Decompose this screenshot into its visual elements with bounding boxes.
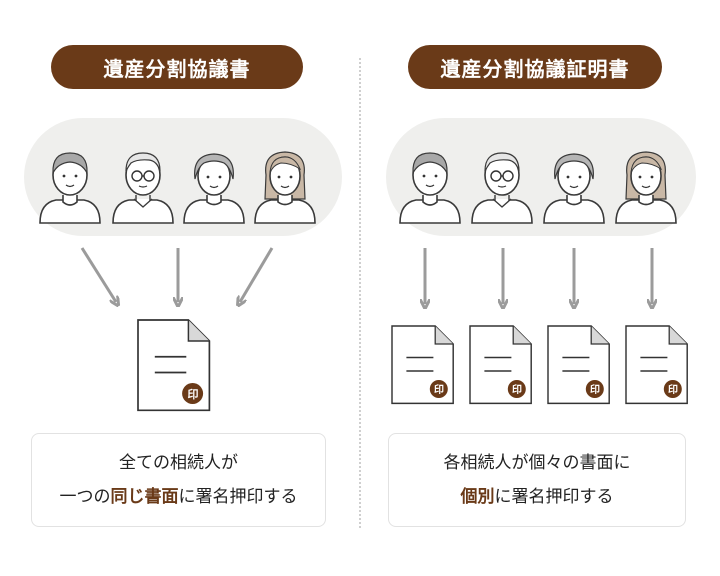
individual-document-icon-1 [391, 325, 454, 405]
center-divider [359, 58, 361, 528]
right-caption-highlight: 個別 [460, 487, 495, 507]
person-oldwoman-right [543, 153, 605, 224]
individual-document-icon-3 [547, 325, 610, 405]
person-woman-right [615, 151, 677, 224]
arrow-left-3 [240, 247, 274, 302]
left-title: 遺産分割協議書 [51, 45, 303, 89]
person-oldman-left [112, 152, 174, 224]
person-man-right [399, 152, 461, 224]
left-caption-line2-a: 一つの [59, 487, 111, 507]
left-caption-line2-c: に署名押印する [178, 487, 298, 507]
left-caption-highlight: 同じ書面 [110, 487, 179, 507]
right-caption-line2: 個別に署名押印する [461, 480, 614, 514]
left-caption: 全ての相続人が 一つの同じ書面に署名押印する [31, 433, 326, 527]
shared-document-icon [137, 319, 211, 412]
individual-document-icon-2 [469, 325, 532, 405]
right-caption: 各相続人が個々の書面に 個別に署名押印する [388, 433, 686, 527]
person-oldwoman-left [183, 153, 245, 224]
stamp-label-right-2: 印 [512, 384, 522, 396]
right-caption-line1: 各相続人が個々の書面に [443, 453, 631, 473]
person-man-left [39, 152, 101, 224]
stamp-label-right-1: 印 [434, 384, 444, 396]
left-caption-line2: 一つの同じ書面に署名押印する [60, 480, 298, 514]
stamp-label-right-3: 印 [590, 384, 600, 396]
stamp-label-left: 印 [188, 388, 199, 401]
right-title: 遺産分割協議証明書 [408, 45, 662, 89]
right-caption-line2-b: に署名押印する [494, 487, 614, 507]
individual-document-icon-4 [625, 325, 688, 405]
arrow-left-1 [80, 247, 116, 302]
stamp-label-right-4: 印 [668, 384, 678, 396]
person-oldman-right [471, 152, 533, 224]
left-caption-line1: 全ての相続人が [119, 453, 238, 473]
person-woman-left [254, 151, 316, 224]
